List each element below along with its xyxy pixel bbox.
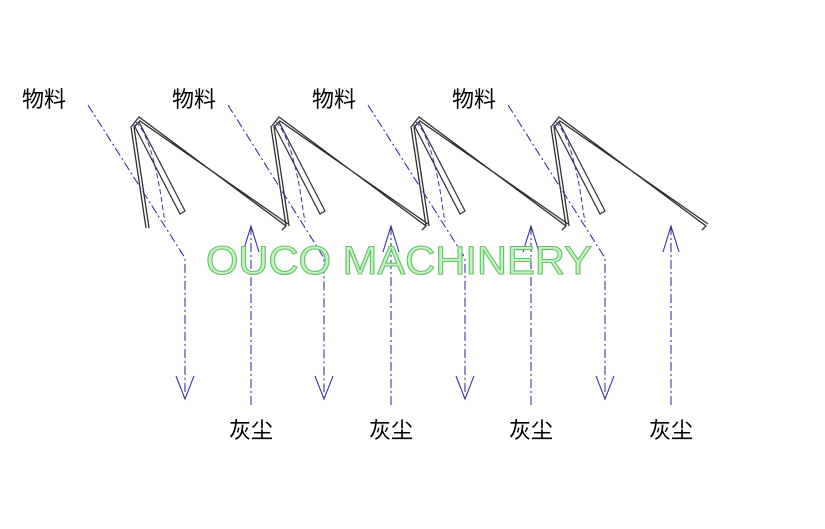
louver-unit-3 [410, 116, 569, 231]
deflector-3 [413, 121, 466, 215]
louver-unit-1 [130, 116, 289, 231]
louver-plate-4 [550, 116, 709, 231]
deflector-1 [133, 121, 186, 215]
louver-plate-2 [270, 116, 429, 231]
watermark: OUCO MACHINERY [205, 238, 592, 282]
up-arrow-icon [382, 224, 400, 253]
material-label-2: 物料 [172, 88, 217, 113]
louver-unit-2 [270, 116, 429, 231]
material-label-3: 物料 [312, 88, 357, 113]
material-flow-line-3 [367, 104, 466, 395]
dust-label-2: 灰尘 [369, 419, 414, 444]
down-arrow-icon [314, 375, 334, 401]
deflection-curve-3 [415, 121, 446, 223]
deflector-4 [553, 121, 606, 215]
louver-plate-1 [130, 116, 289, 231]
material-flow-line-1 [87, 104, 186, 395]
watermark-text: OUCO MACHINERY [206, 239, 592, 282]
deflector-2 [273, 121, 326, 215]
up-arrow-icon [522, 224, 540, 253]
down-arrow-icon [595, 375, 615, 401]
dust-label-3: 灰尘 [509, 419, 554, 444]
dust-label-4: 灰尘 [649, 419, 694, 444]
down-arrow-icon [455, 375, 475, 401]
dust-label-1: 灰尘 [229, 419, 274, 444]
down-arrow-icon [175, 375, 195, 401]
deflection-curve-1 [135, 121, 166, 223]
deflection-curve-2 [275, 121, 306, 223]
deflection-curve-4 [555, 121, 586, 223]
material-label-1: 物料 [22, 88, 67, 113]
up-arrow-icon [242, 224, 260, 253]
material-label-4: 物料 [452, 88, 497, 113]
louver-plate-3 [410, 116, 569, 231]
material-flow-line-4 [507, 104, 606, 395]
louver-unit-4 [550, 116, 709, 231]
up-arrow-icon [662, 224, 680, 253]
